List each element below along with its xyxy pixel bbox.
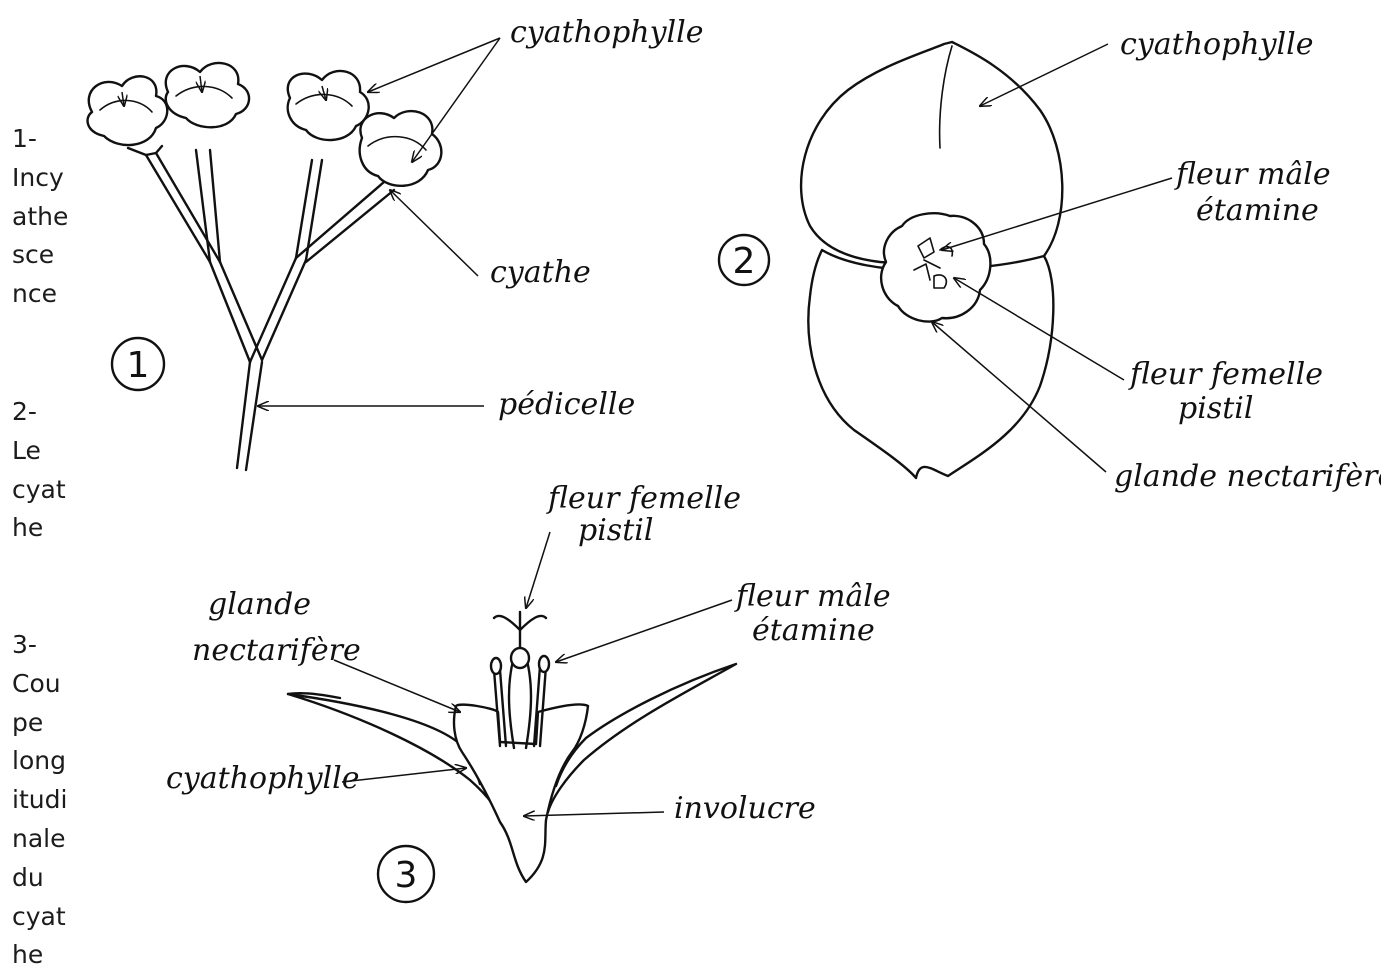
label-pistil-fig3: pistil <box>578 513 653 548</box>
label-etamine-fig2: étamine <box>1196 193 1319 228</box>
arrow-cyathophylle-fig3 <box>342 768 466 782</box>
involucre-cup <box>454 704 588 882</box>
stamen-left-anther <box>491 658 501 674</box>
label-cyathe: cyathe <box>490 255 591 290</box>
label-glande-fig2: glande nectarifère <box>1114 459 1381 494</box>
figure-2-cyathium-top-view: cyathophylle fleur mâle étamine fleur fe… <box>719 27 1381 494</box>
pistil-style <box>509 628 531 748</box>
involucre-top-view <box>881 213 990 321</box>
label-fleur-femelle-fig3: fleur femelle <box>546 481 741 516</box>
label-etamine-fig3: étamine <box>752 613 875 648</box>
figure-1-number: 1 <box>127 345 150 386</box>
label-fleur-femelle-fig2: fleur femelle <box>1128 357 1323 392</box>
left-branch <box>210 262 262 362</box>
stem-4 <box>296 182 394 262</box>
figure-2-number: 2 <box>733 241 756 282</box>
stem-3 <box>296 160 322 260</box>
right-branch <box>250 258 306 362</box>
pistil-stigma <box>494 612 546 630</box>
figure-3-longitudinal-section: fleur femelle pistil glande nectarifère … <box>166 481 891 902</box>
cyathium-3 <box>288 71 369 140</box>
arrow-fleur-femelle-fig3 <box>526 532 550 608</box>
figure-3-number: 3 <box>395 855 418 896</box>
cyathium-2 <box>166 63 249 127</box>
label-fleur-male-fig3: fleur mâle <box>734 579 891 614</box>
arrow-fleur-male-fig3 <box>556 600 732 662</box>
label-fleur-male-fig2: fleur mâle <box>1174 157 1331 192</box>
pedicel-stalk <box>237 362 262 470</box>
cyathium-4 <box>360 111 442 186</box>
label-pistil-fig2: pistil <box>1178 391 1253 426</box>
figure-1-inflorescence: cyathophylle cyathe pédicelle 1 <box>88 15 704 470</box>
label-cyathophylle-fig2: cyathophylle <box>1120 27 1314 62</box>
label-nectarifere-fig3: nectarifère <box>192 633 361 668</box>
arrow-cyathe <box>390 190 478 276</box>
pistil-ovary <box>511 648 529 668</box>
label-glande-fig3: glande <box>208 587 311 622</box>
label-involucre: involucre <box>674 791 816 826</box>
label-cyathophylle-fig3: cyathophylle <box>166 761 360 796</box>
label-cyathophylle-fig1: cyathophylle <box>510 15 704 50</box>
cyathium-1 <box>88 76 168 155</box>
stamen-right-anther <box>539 656 549 672</box>
label-pedicelle: pédicelle <box>498 387 635 422</box>
